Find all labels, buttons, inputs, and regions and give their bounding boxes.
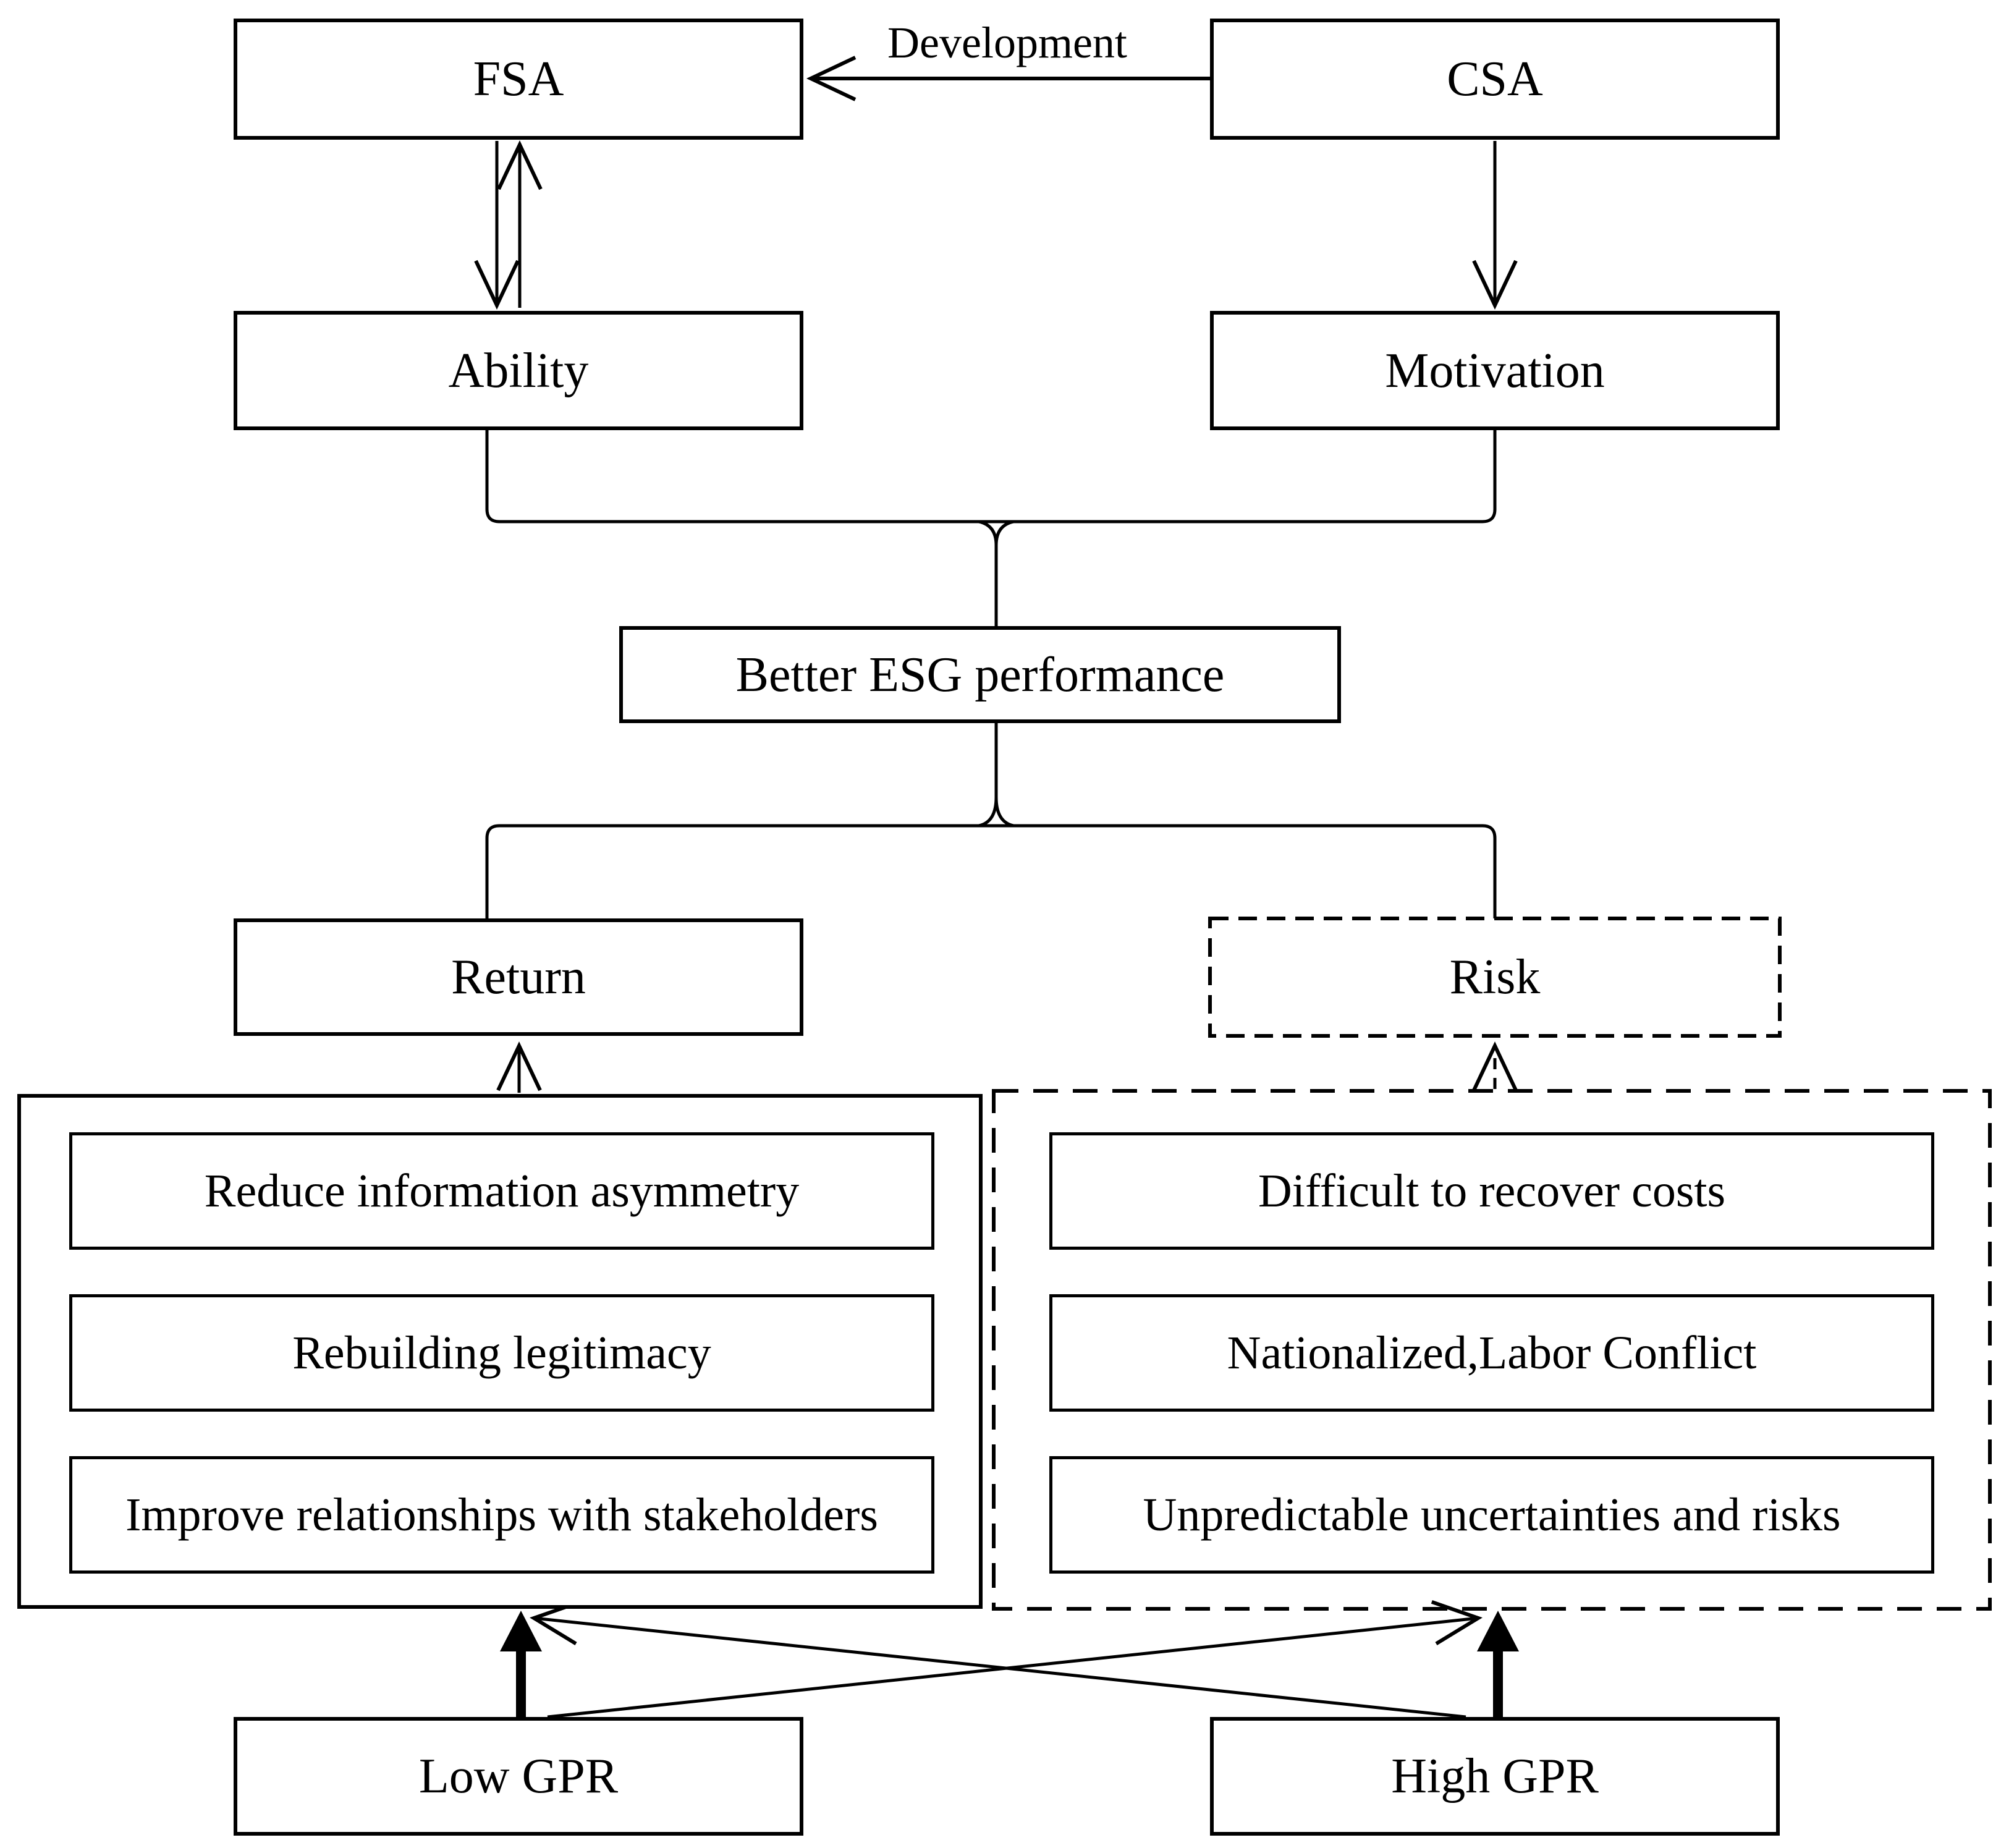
motivation-box: Motivation — [1210, 311, 1780, 430]
esg-performance-box: Better ESG performance — [619, 626, 1341, 723]
development-label: Development — [887, 18, 1127, 67]
split-to-return-risk-connector — [485, 824, 1497, 918]
split-cusp-right — [994, 797, 1014, 828]
risk-factor-item: Nationalized,Labor Conflict — [1049, 1294, 1934, 1412]
ability-motivation-merge-connector — [485, 430, 1497, 523]
merge-cusp-right — [994, 520, 1014, 546]
risk-factor-item: Difficult to recover costs — [1049, 1132, 1934, 1250]
risk-factor-item: Unpredictable uncertainties and risks — [1049, 1456, 1934, 1574]
return-factor-item: Improve relationships with stakeholders — [69, 1456, 934, 1574]
fsa-box: FSA — [234, 19, 803, 140]
return-factor-item: Reduce information asymmetry — [69, 1132, 934, 1250]
split-cusp-left — [978, 797, 998, 828]
low-gpr-to-risk-factors-arrow — [547, 1600, 1483, 1719]
ability-box: Ability — [234, 311, 803, 430]
high-gpr-bold-arrowhead — [1477, 1611, 1519, 1651]
merge-cusp-left — [978, 520, 998, 546]
return-box: Return — [234, 918, 803, 1036]
csa-box: CSA — [1210, 19, 1780, 140]
return-factor-item: Rebuilding legitimacy — [69, 1294, 934, 1412]
risk-box: Risk — [1449, 950, 1541, 1004]
low-gpr-bold-arrowhead — [500, 1611, 542, 1651]
high-gpr-box: High GPR — [1210, 1717, 1780, 1836]
low-gpr-box: Low GPR — [234, 1717, 803, 1836]
high-gpr-to-return-factors-arrow — [530, 1600, 1466, 1719]
